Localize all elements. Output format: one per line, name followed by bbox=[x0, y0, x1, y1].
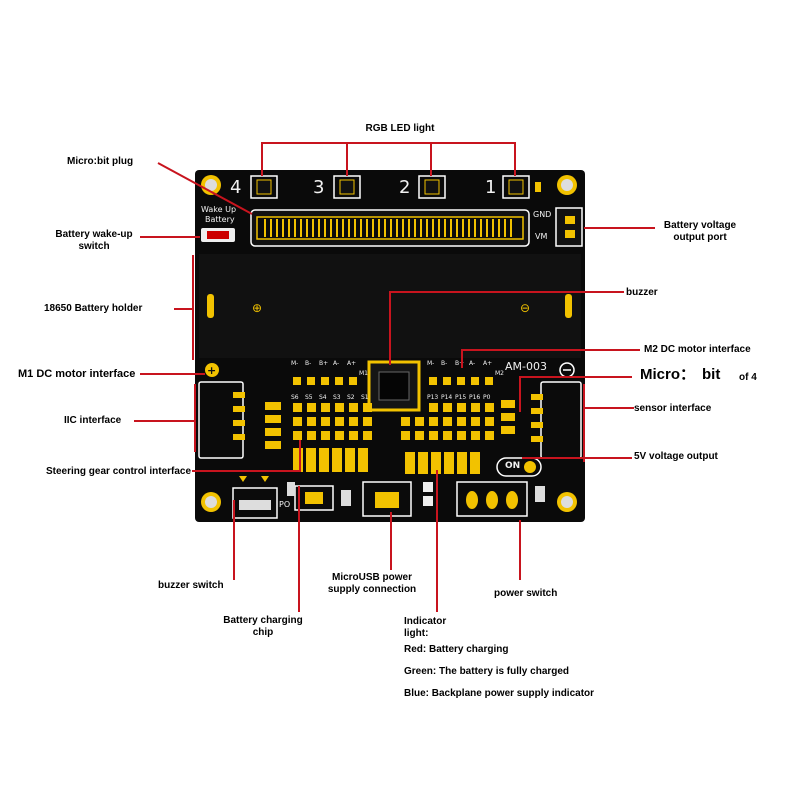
battery-text: Battery bbox=[205, 215, 235, 224]
label-indicator-blue: Blue: Backplane power supply indicator bbox=[404, 688, 595, 699]
indicator-led-1 bbox=[423, 482, 433, 492]
led-number-1: 1 bbox=[485, 177, 497, 198]
svg-text:⊕: ⊕ bbox=[252, 301, 262, 315]
label-m2-motor: M2 DC motor interface bbox=[644, 344, 751, 355]
label-5v: 5V voltage output bbox=[634, 451, 718, 462]
label-steering: Steering gear control interface bbox=[46, 466, 192, 477]
servo-header bbox=[293, 403, 372, 440]
on-text: ON bbox=[505, 461, 521, 471]
label-microusb: MicroUSB power supply connection bbox=[327, 572, 417, 595]
rgb-led-4 bbox=[250, 175, 278, 199]
indicator-led-2 bbox=[423, 496, 433, 506]
led-number-4: 4 bbox=[230, 177, 242, 198]
m2-motor-pins bbox=[429, 377, 493, 385]
svg-text:⊖: ⊖ bbox=[520, 301, 530, 315]
label-indicator-green: Green: The battery is fully charged bbox=[404, 666, 570, 677]
expansion-board: ⊕ ⊖ + bbox=[195, 170, 585, 522]
on-indicator bbox=[496, 457, 542, 477]
gnd-text: GND bbox=[533, 210, 552, 219]
label-battery-output: Battery voltage output port bbox=[663, 220, 737, 243]
io-header bbox=[401, 403, 494, 440]
label-m1-motor: M1 DC motor interface bbox=[18, 368, 136, 380]
m1-motor-pins bbox=[293, 377, 357, 385]
label-indicator-red: Red: Battery charging bbox=[404, 644, 509, 655]
label-buzzer: buzzer bbox=[626, 287, 658, 298]
led-number-2: 2 bbox=[399, 177, 411, 198]
label-sensor: sensor interface bbox=[634, 403, 712, 414]
model-text: AM-003 bbox=[505, 360, 547, 373]
label-power-switch: power switch bbox=[494, 588, 558, 599]
label-wakeup-switch: Battery wake-up switch bbox=[55, 229, 133, 252]
label-indicator: Indicator light: bbox=[404, 616, 447, 639]
led-number-3: 3 bbox=[313, 177, 325, 198]
label-micro: Micro： bbox=[640, 366, 696, 383]
label-iic: IIC interface bbox=[64, 415, 122, 426]
label-buzzer-switch: buzzer switch bbox=[158, 580, 224, 591]
vm-text: VM bbox=[535, 232, 548, 241]
svg-text:+: + bbox=[207, 364, 216, 377]
po-text: PO bbox=[279, 500, 291, 509]
label-battery-holder: 18650 Battery holder bbox=[44, 303, 143, 314]
label-microbit-plug: Micro:bit plug bbox=[67, 156, 134, 167]
label-bit: bit bbox=[702, 366, 721, 383]
wake-up-text: Wake Up bbox=[201, 205, 237, 214]
label-charging-chip: Battery charging chip bbox=[223, 615, 303, 638]
label-rgb-led: RGB LED light bbox=[365, 123, 435, 134]
battery-output-port bbox=[555, 207, 583, 247]
rgb-led-2 bbox=[418, 175, 446, 199]
label-of-4: of 4 bbox=[739, 372, 757, 383]
